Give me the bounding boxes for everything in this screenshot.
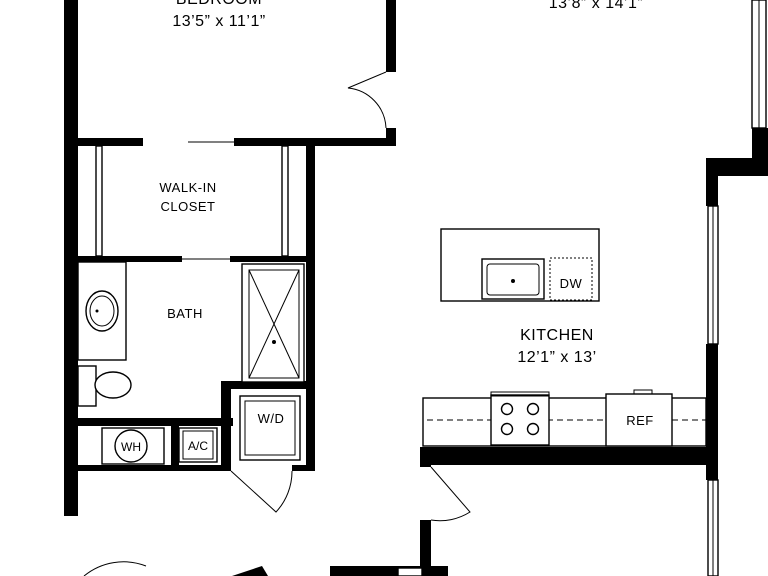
laundry-door bbox=[230, 470, 293, 513]
closet-rod-left bbox=[95, 145, 103, 257]
water-heater-label: WH bbox=[121, 440, 141, 454]
bedroom-label: BEDROOM bbox=[176, 0, 262, 8]
burner-icon bbox=[526, 402, 540, 416]
closet-bath-divider-right bbox=[230, 256, 306, 262]
kitchen-bottom-wall bbox=[420, 447, 718, 465]
windows bbox=[707, 0, 767, 576]
bedroom-dimensions: 13’5” x 11’1” bbox=[172, 13, 265, 30]
range bbox=[490, 394, 550, 446]
water-heater bbox=[114, 429, 148, 463]
left-exterior-wall bbox=[64, 0, 78, 516]
closet-rod-right bbox=[281, 145, 289, 257]
entry-door-arc bbox=[83, 561, 147, 576]
living-dimensions: 13’8” x 14’1” bbox=[549, 0, 644, 12]
kitchen-label: KITCHEN bbox=[520, 327, 594, 344]
bedroom-right-wall-upper bbox=[386, 0, 396, 72]
kitchen-opening-stub bbox=[420, 447, 431, 467]
bath-bottom-wall bbox=[78, 418, 233, 426]
bedroom-right-wall-lower bbox=[386, 128, 396, 146]
burner-icon bbox=[500, 402, 514, 416]
labels: BEDROOM 13’5” x 11’1” 13’8” x 14’1” WALK… bbox=[121, 0, 654, 454]
mech-bottom-wall-right bbox=[179, 465, 231, 471]
air-conditioner bbox=[178, 427, 218, 463]
closet-bath-right-wall bbox=[306, 146, 315, 471]
mech-divider-wall bbox=[171, 426, 179, 471]
closet-label-line2: CLOSET bbox=[160, 199, 215, 214]
kitchen-door bbox=[430, 466, 471, 522]
washer-dryer-label: W/D bbox=[258, 411, 285, 426]
refrigerator bbox=[605, 393, 673, 447]
mech-bottom-wall-left bbox=[78, 465, 171, 471]
ac-label: A/C bbox=[188, 439, 208, 453]
laundry-left-wall bbox=[221, 381, 231, 471]
kitchen-fixtures bbox=[422, 228, 707, 447]
walls bbox=[64, 0, 768, 576]
right-exterior-wall-a bbox=[706, 158, 718, 206]
right-exterior-wall-b bbox=[706, 344, 718, 480]
kitchen-dimensions: 12’1” x 13’ bbox=[517, 349, 596, 366]
shower-drain-icon bbox=[272, 340, 276, 344]
bath-label: BATH bbox=[167, 306, 203, 321]
laundry-bottom-wall bbox=[292, 465, 315, 471]
toilet-bowl bbox=[94, 371, 132, 399]
exterior-jog-wall-upper bbox=[752, 128, 768, 174]
toilet-tank bbox=[77, 365, 97, 407]
refrigerator-label: REF bbox=[626, 413, 654, 428]
sink-basin bbox=[85, 290, 119, 332]
lower-closet-frame bbox=[397, 567, 423, 576]
bedroom-door bbox=[347, 71, 387, 129]
mechanical bbox=[101, 395, 301, 465]
washer-dryer bbox=[239, 395, 301, 461]
lower-door-hinge bbox=[232, 566, 268, 576]
burner-icon bbox=[500, 422, 514, 436]
dishwasher-label: DW bbox=[560, 276, 583, 291]
bath-fixtures bbox=[77, 261, 305, 407]
lower-wall-stub bbox=[420, 520, 431, 576]
closet-bath-divider-left bbox=[78, 256, 182, 262]
dishwasher bbox=[549, 257, 593, 301]
burner-icon bbox=[526, 422, 540, 436]
bedroom-bottom-wall-right bbox=[234, 138, 396, 146]
closet-label-line1: WALK-IN bbox=[159, 180, 216, 195]
bedroom-bottom-wall-left bbox=[78, 138, 143, 146]
doors bbox=[83, 71, 471, 576]
bottom-partial-wall bbox=[330, 566, 448, 576]
laundry-top-wall bbox=[221, 381, 315, 389]
